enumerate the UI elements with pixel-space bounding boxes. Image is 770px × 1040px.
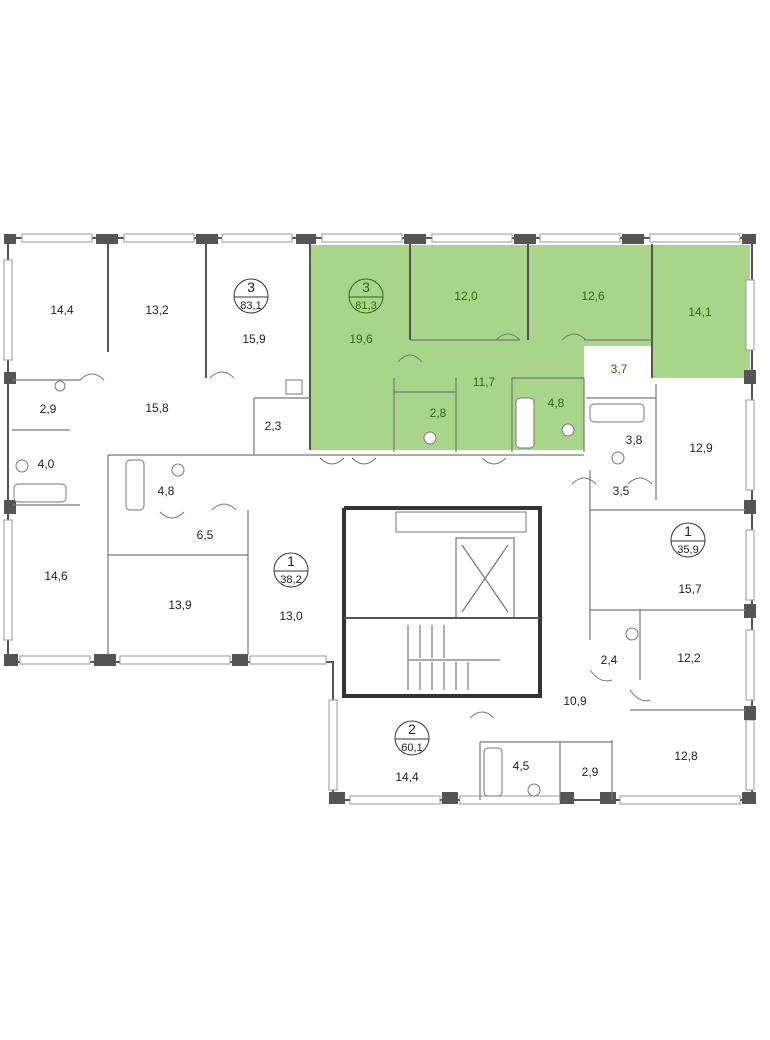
interior-walls: [12, 244, 746, 800]
room-area-label: 15,9: [242, 332, 266, 346]
room-area-label: 12,9: [689, 441, 713, 455]
bathtub-icon: [13, 483, 67, 503]
room-area-label: 19,6: [349, 332, 373, 346]
room-area-label: 4,8: [548, 396, 565, 410]
building-core: [342, 506, 542, 698]
apartment-area: 35,9: [677, 544, 698, 556]
room-labels: 14,4 13,2 15,9 15,8 2,9 2,3 4,0 4,8 6,5 …: [38, 289, 713, 784]
room-area-label: 13,2: [145, 303, 169, 317]
apartment-badge-2-60[interactable]: 2 60,1: [394, 720, 430, 756]
bathtub-icon: [483, 747, 503, 797]
toilet-icon: [171, 463, 185, 477]
stairs: [407, 625, 500, 690]
room-area-label: 11,7: [473, 375, 496, 389]
room-area-label: 14,4: [395, 770, 419, 784]
apartment-badge-1-35[interactable]: 1 35,9: [670, 522, 706, 558]
room-area-label: 12,8: [674, 749, 698, 763]
room-area-label: 14,4: [50, 303, 74, 317]
apartment-area: 83,1: [240, 300, 261, 312]
apartment-rooms: 3: [247, 279, 255, 295]
room-area-label: 2,3: [265, 419, 282, 433]
room-area-label: 13,9: [168, 598, 192, 612]
room-area-label: 14,6: [44, 569, 68, 583]
toilet-icon: [625, 627, 639, 641]
bathtub-icon: [589, 403, 645, 423]
highlight-area: [310, 245, 750, 450]
room-area-label: 4,5: [513, 759, 530, 773]
room-area-label: 4,8: [158, 484, 175, 498]
apartment-area: 60,1: [401, 742, 422, 754]
apartment-rooms: 1: [287, 553, 295, 569]
apartment-rooms: 2: [408, 721, 416, 737]
room-area-label: 3,7: [611, 362, 628, 376]
bathtub-icon: [125, 459, 145, 511]
room-area-label: 6,5: [197, 528, 214, 542]
room-area-label: 2,4: [601, 653, 618, 667]
room-area-label: 10,9: [563, 694, 587, 708]
bathtub-icon: [515, 397, 535, 449]
toilet-icon: [561, 423, 575, 437]
apartment-3-81-highlight[interactable]: [310, 245, 750, 450]
room-area-label: 12,0: [454, 289, 478, 303]
doors: [79, 333, 653, 719]
room-area-label: 15,7: [678, 582, 702, 596]
apartment-area: 81,3: [355, 300, 376, 312]
room-area-label: 2,8: [430, 406, 447, 420]
room-area-label: 12,6: [581, 289, 605, 303]
room-area-label: 13,0: [279, 609, 303, 623]
outer-walls: [3, 233, 756, 805]
toilet-icon: [527, 783, 541, 797]
toilet-icon: [15, 459, 29, 473]
toilet-icon: [423, 431, 437, 445]
apartment-rooms: 1: [684, 523, 692, 539]
room-area-label: 3,5: [613, 484, 630, 498]
room-area-label: 3,8: [626, 433, 643, 447]
apartment-area: 38,2: [280, 574, 301, 586]
apartment-badge-1-38[interactable]: 1 38,2: [273, 552, 309, 588]
room-area-label: 4,0: [38, 457, 55, 471]
apartment-rooms: 3: [362, 279, 370, 295]
apartment-badge-3-83[interactable]: 3 83,1: [233, 278, 269, 314]
room-area-label: 2,9: [582, 765, 599, 779]
room-area-label: 2,9: [40, 402, 57, 416]
room-area-label: 15,8: [145, 401, 169, 415]
apartment-badge-3-81[interactable]: 3 81,3: [348, 278, 384, 314]
toilet-icon: [611, 451, 625, 465]
toilet-icon: [54, 380, 66, 392]
room-area-label: 14,1: [688, 305, 712, 319]
toilet-icon: [285, 379, 303, 395]
room-area-label: 12,2: [677, 651, 701, 665]
fixtures: [13, 379, 645, 797]
